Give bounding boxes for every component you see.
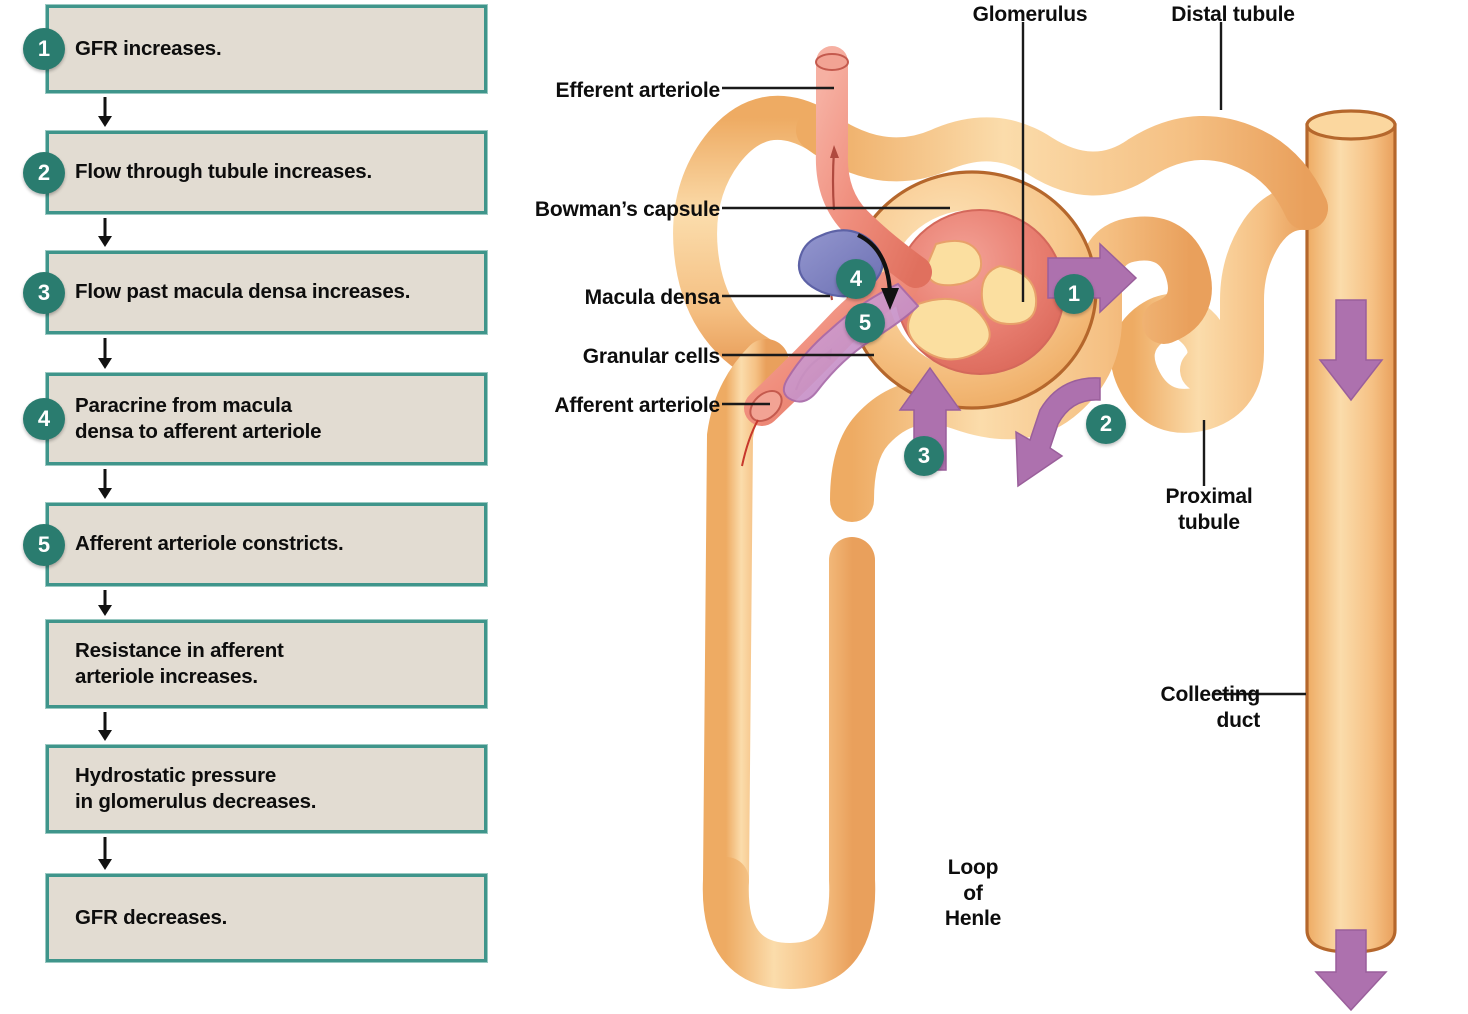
flow-arrow-2 — [96, 218, 114, 247]
flow-arrow-urine-out — [1314, 929, 1388, 1012]
step-badge-3: 3 — [23, 271, 65, 314]
paracrine-arrow — [857, 233, 899, 310]
glomerulus-shape — [895, 209, 1065, 375]
diagram-step-marker-2: 2 — [1086, 404, 1126, 444]
step-badge-1: 1 — [23, 28, 65, 70]
flow-step-box-7: Hydrostatic pressure in glomerulus decre… — [45, 744, 488, 834]
flow-step-text-5: Afferent arteriole constricts. — [75, 532, 344, 556]
label-afferent-arteriole: Afferent arteriole — [554, 394, 720, 417]
flow-step-box-2: 2 Flow through tubule increases. — [23, 130, 488, 215]
step-badge-4: 4 — [23, 398, 65, 440]
label-collecting-duct: Collecting duct — [1160, 683, 1260, 732]
leader-lines — [722, 22, 1306, 696]
flow-step-text-3: Flow past macula densa increases. — [75, 280, 411, 304]
flow-arrow-7 — [96, 837, 114, 870]
flow-arrow-1 — [96, 97, 114, 127]
label-granular-cells: Granular cells — [582, 345, 720, 368]
diagram-step-marker-4: 4 — [836, 259, 876, 299]
flow-arrow-collecting-duct — [1318, 299, 1384, 402]
flow-step-box-1: 1 GFR increases. — [23, 4, 488, 94]
diagram-step-marker-3: 3 — [904, 436, 944, 476]
label-efferent-arteriole: Efferent arteriole — [555, 79, 721, 102]
distal-tubule-upper-wave — [673, 95, 1328, 384]
flow-arrow-5 — [96, 590, 114, 616]
flow-step-text-6: Resistance in afferent arteriole increas… — [75, 638, 284, 688]
step-badge-2: 2 — [23, 151, 65, 194]
flow-step-text-7: Hydrostatic pressure in glomerulus decre… — [75, 763, 317, 813]
flow-step-text-4: Paracrine from macula densa to afferent … — [75, 393, 322, 443]
flow-arrow-3 — [96, 338, 114, 369]
flow-step-text-8: GFR decreases. — [75, 905, 228, 929]
label-loop-of-henle: Loop of Henle — [944, 856, 1002, 931]
flow-step-box-8: GFR decreases. — [45, 873, 488, 963]
ascending-limb-shape — [703, 339, 789, 903]
label-macula-densa: Macula densa — [584, 286, 721, 309]
flow-arrow-6 — [96, 712, 114, 741]
nephron-artwork — [673, 22, 1397, 1012]
flow-step-box-5: 5 Afferent arteriole constricts. — [23, 502, 488, 587]
flow-step-text-1: GFR increases. — [75, 36, 222, 60]
flow-arrow-4 — [96, 469, 114, 499]
diagram-step-marker-1: 1 — [1054, 274, 1094, 314]
flow-arrow-2 — [1015, 377, 1101, 488]
label-glomerulus: Glomerulus — [972, 3, 1088, 26]
label-distal-tubule: Distal tubule — [1171, 3, 1295, 26]
diagram-step-marker-5: 5 — [845, 303, 885, 343]
flow-step-text-2: Flow through tubule increases. — [75, 160, 372, 184]
flow-step-box-3: 3 Flow past macula densa increases. — [23, 250, 488, 335]
flow-step-box-6: Resistance in afferent arteriole increas… — [45, 619, 488, 709]
flowchart-panel: 1 GFR increases. 2 Flow through tubule incr… — [0, 0, 500, 1014]
label-bowmans-capsule: Bowman’s capsule — [534, 198, 720, 221]
collecting-duct-shape — [1305, 109, 1397, 954]
label-proximal-tubule: Proximal tubule — [1165, 485, 1253, 534]
step-badge-5: 5 — [23, 523, 65, 566]
